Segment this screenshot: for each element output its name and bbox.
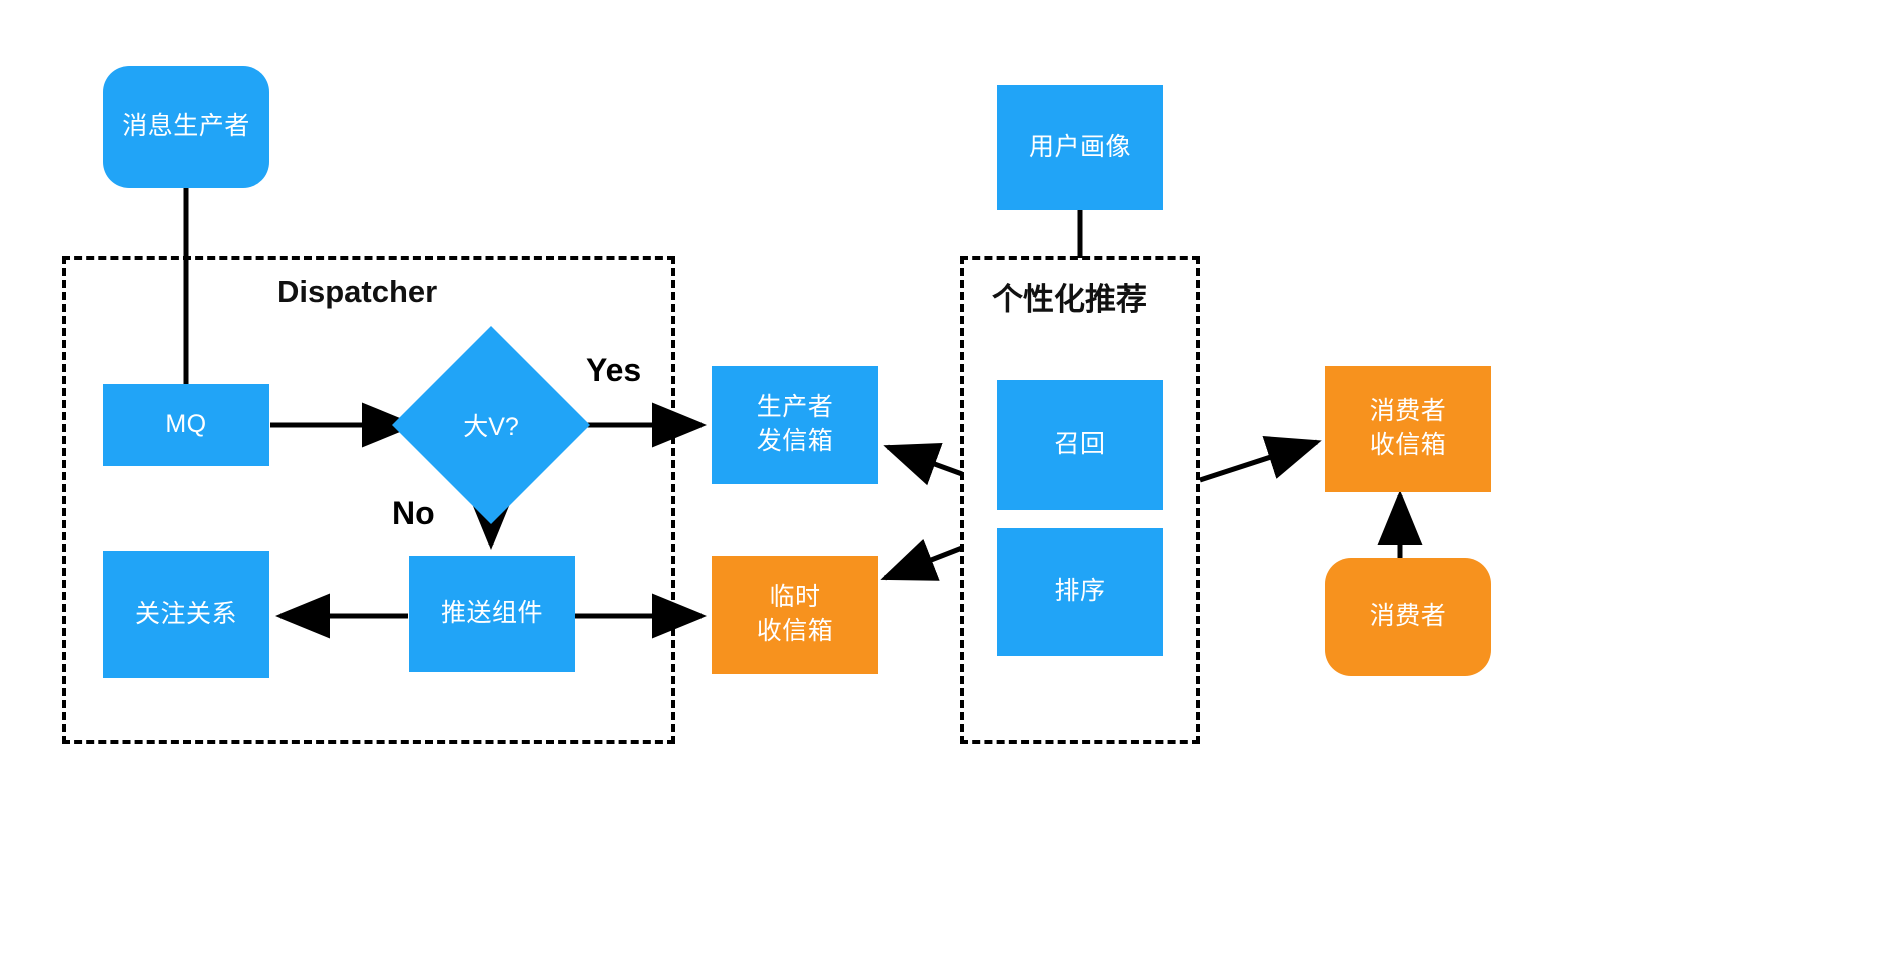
node-consumer-inbox-label: 消费者 收信箱	[1369, 397, 1447, 459]
group-dispatcher-title: Dispatcher	[277, 274, 438, 309]
group-dispatcher	[62, 256, 675, 744]
edge-personalization-to-producer-outbox	[883, 443, 963, 486]
node-mq-label: MQ	[165, 410, 207, 439]
group-personalization	[960, 256, 1200, 744]
node-message-producer[interactable]: 消息生产者	[103, 66, 269, 188]
node-consumer-label: 消费者	[1369, 602, 1447, 631]
node-consumer[interactable]: 消费者	[1325, 558, 1491, 676]
edge-personalization-to-consumer-inbox	[1199, 436, 1322, 483]
node-producer-outbox[interactable]: 生产者 发信箱	[712, 366, 878, 484]
node-big-v-decision[interactable]: 大V?	[392, 326, 590, 524]
group-personalization-title: 个性化推荐	[992, 282, 1147, 317]
edge-label-no: No	[392, 495, 435, 531]
node-ranking-label: 排序	[1054, 577, 1106, 606]
node-consumer-inbox[interactable]: 消费者 收信箱	[1325, 366, 1491, 492]
node-recall-label: 召回	[1054, 430, 1106, 459]
edge-personalization-to-temp-inbox	[880, 538, 963, 581]
node-push-component-label: 推送组件	[440, 599, 543, 628]
node-big-v-decision-label: 大V?	[463, 413, 519, 441]
node-follow-relation[interactable]: 关注关系	[103, 551, 269, 678]
node-push-component[interactable]: 推送组件	[409, 556, 575, 672]
node-ranking[interactable]: 排序	[997, 528, 1163, 656]
node-mq[interactable]: MQ	[103, 384, 269, 466]
node-producer-outbox-label: 生产者 发信箱	[756, 393, 834, 455]
edge-label-yes: Yes	[586, 352, 642, 388]
node-temp-inbox[interactable]: 临时 收信箱	[712, 556, 878, 674]
node-recall[interactable]: 召回	[997, 380, 1163, 510]
node-temp-inbox-label: 临时 收信箱	[756, 583, 834, 645]
node-message-producer-label: 消息生产者	[122, 112, 250, 141]
node-user-profile-label: 用户画像	[1028, 132, 1131, 161]
node-user-profile[interactable]: 用户画像	[997, 85, 1163, 210]
node-follow-relation-label: 关注关系	[134, 599, 237, 628]
